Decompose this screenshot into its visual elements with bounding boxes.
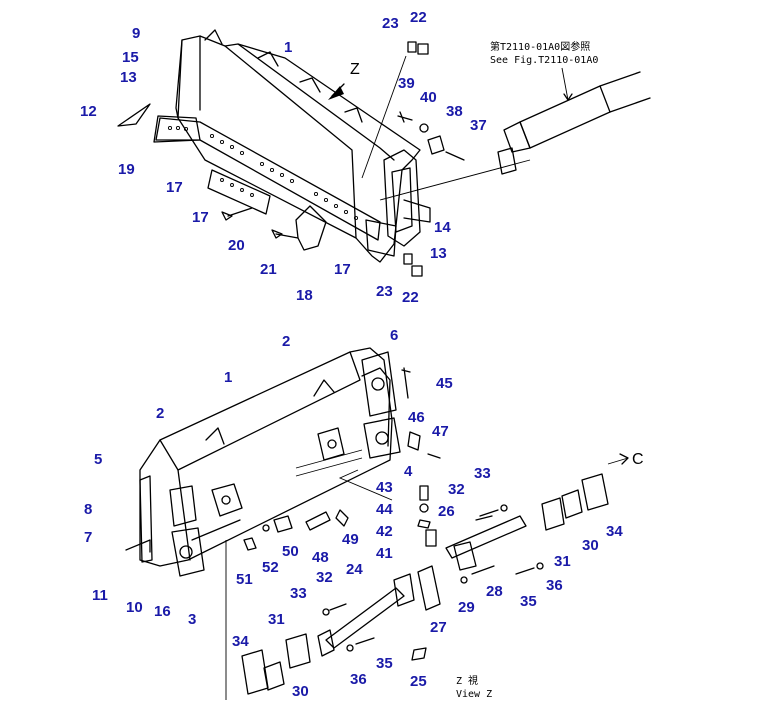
part-number-label: 25 [410, 673, 427, 690]
part-number-label: 37 [470, 117, 487, 134]
part-number-label: 21 [260, 261, 277, 278]
connector-marker-c: C [632, 451, 644, 468]
part-number-label: 34 [232, 633, 249, 650]
part-number-label: 47 [432, 423, 449, 440]
part-number-label: 23 [376, 283, 393, 300]
part-number-label: 24 [346, 561, 363, 578]
part-number-label: 50 [282, 543, 299, 560]
part-number-label: 9 [132, 25, 140, 42]
part-number-label: 33 [290, 585, 307, 602]
part-number-label: 26 [438, 503, 455, 520]
part-number-label: 19 [118, 161, 135, 178]
part-number-label: 29 [458, 599, 475, 616]
part-number-label: 35 [376, 655, 393, 672]
part-number-label: 5 [94, 451, 102, 468]
part-number-label: 40 [420, 89, 437, 106]
part-number-label: 38 [446, 103, 463, 120]
part-number-label: 13 [120, 69, 137, 86]
part-number-label: 49 [342, 531, 359, 548]
part-number-label: 46 [408, 409, 425, 426]
part-number-label: 28 [486, 583, 503, 600]
part-number-label: 23 [382, 15, 399, 32]
blade-assembly-lower [125, 347, 629, 700]
part-number-label: 1 [284, 39, 292, 56]
part-number-label: 22 [402, 289, 419, 306]
part-number-label: 30 [292, 683, 309, 700]
part-number-label: 6 [390, 327, 398, 344]
part-number-label: 42 [376, 523, 393, 540]
part-number-label: 2 [156, 405, 164, 422]
part-number-label: 35 [520, 593, 537, 610]
part-number-label: 52 [262, 559, 279, 576]
part-number-label: 11 [92, 587, 108, 604]
part-number-label: 18 [296, 287, 313, 304]
part-number-label: 45 [436, 375, 453, 392]
part-number-label: 31 [554, 553, 571, 570]
part-number-label: 1 [224, 369, 232, 386]
view-label-en: View Z [456, 689, 492, 700]
part-number-label: 10 [126, 599, 143, 616]
part-number-label: 8 [84, 501, 92, 518]
part-number-label: 32 [448, 481, 465, 498]
part-number-label: 22 [410, 9, 427, 26]
part-number-label: 33 [474, 465, 491, 482]
part-number-label: 17 [192, 209, 209, 226]
direction-marker-z: Z [350, 61, 360, 78]
reference-note-en: See Fig.T2110-01A0 [490, 55, 598, 66]
part-number-label: 30 [582, 537, 599, 554]
part-number-label: 36 [350, 671, 367, 688]
part-number-label: 4 [404, 463, 413, 480]
part-number-label: 34 [606, 523, 623, 540]
part-number-label: 15 [122, 49, 139, 66]
part-number-label: 20 [228, 237, 245, 254]
part-number-label: 39 [398, 75, 415, 92]
part-number-label: 3 [188, 611, 196, 628]
view-label: Z 視 View Z [456, 674, 492, 700]
part-number-label: 17 [166, 179, 183, 196]
part-number-label: 43 [376, 479, 393, 496]
part-number-label: 14 [434, 219, 451, 236]
part-number-label: 7 [84, 529, 92, 546]
reference-note-jp: 第T2110-01A0図参照 [490, 40, 590, 53]
part-number-label: 2 [282, 333, 290, 350]
part-number-label: 12 [80, 103, 97, 120]
part-number-label: 17 [334, 261, 351, 278]
part-number-label: 41 [376, 545, 393, 562]
part-number-label: 44 [376, 501, 393, 518]
part-number-label: 32 [316, 569, 333, 586]
part-number-label: 31 [268, 611, 285, 628]
part-number-label: 48 [312, 549, 329, 566]
reference-note: 第T2110-01A0図参照 See Fig.T2110-01A0 [490, 40, 598, 66]
part-number-label: 27 [430, 619, 447, 636]
blade-assembly-upper [117, 29, 651, 277]
part-number-label: 13 [430, 245, 447, 262]
part-number-label: 36 [546, 577, 563, 594]
part-number-label: 16 [154, 603, 171, 620]
part-number-callouts: 1 9 15 13 12 19 17 17 20 21 18 17 23 22 … [80, 9, 623, 700]
part-number-label: 51 [236, 571, 253, 588]
view-label-jp: Z 視 [456, 674, 478, 687]
